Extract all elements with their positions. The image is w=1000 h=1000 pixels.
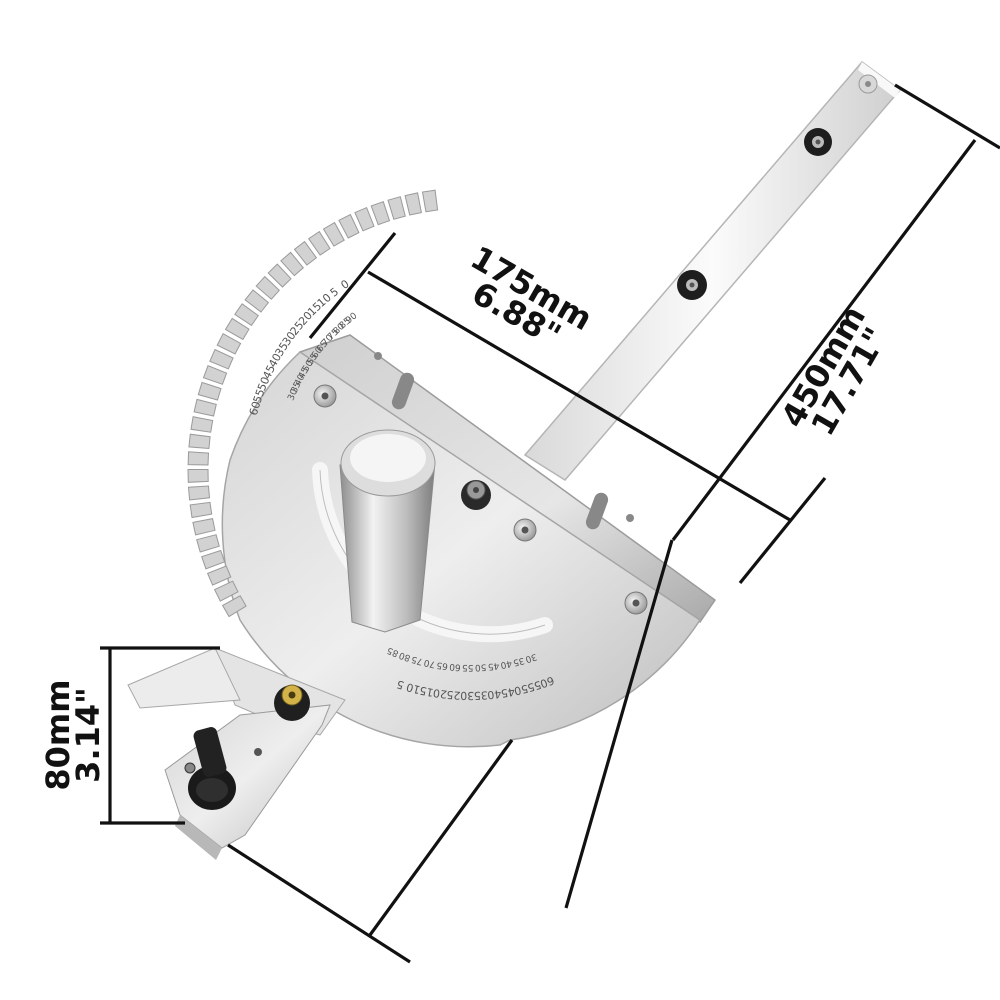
- protractor-tooth: [370, 201, 391, 226]
- protractor-tooth: [187, 469, 209, 483]
- scale-tick-label: 50: [513, 682, 530, 698]
- scale-tick-label: 40: [487, 687, 502, 701]
- screw-icon: [313, 384, 337, 408]
- washer-hole-icon: [677, 270, 707, 300]
- scale-tick-label: 10: [405, 680, 422, 696]
- scale-tick-label: 55: [526, 678, 543, 694]
- protractor-tooth: [224, 317, 250, 341]
- protractor-tooth: [213, 580, 239, 602]
- protractor-tooth: [387, 196, 406, 220]
- scale-tick-label: 40: [266, 351, 284, 370]
- scale-tick-label: 35: [473, 688, 488, 702]
- protractor-tooth: [221, 595, 247, 618]
- protractor-tooth: [187, 485, 211, 501]
- protractor-tooth: [280, 251, 304, 277]
- scale-tick-label: 40: [499, 658, 512, 670]
- scale-tick-label: 85: [386, 645, 400, 659]
- dimension-lines: [100, 83, 1000, 964]
- height-mm-label: 80mm: [39, 679, 77, 790]
- protractor-tooth: [421, 189, 439, 213]
- scale-tick-label: 25: [446, 688, 461, 702]
- scale-tick-label: 75: [410, 653, 424, 666]
- scale-tick-label: 60: [538, 673, 556, 690]
- dimension-label-height: 80mm 3.14": [39, 679, 107, 790]
- protractor-tooth: [206, 565, 232, 586]
- protractor-tooth: [190, 416, 214, 433]
- protractor-tooth: [216, 333, 242, 355]
- wing-knob-icon: [184, 727, 236, 810]
- protractor-tooth: [192, 518, 216, 536]
- scale-tick-label: 30: [460, 689, 474, 702]
- scale-tick-label: 80: [398, 649, 412, 662]
- washer-hole-icon: [858, 74, 878, 94]
- dimension-label-length: 450mm 17.71": [773, 299, 895, 442]
- protractor-tooth: [307, 230, 331, 256]
- stop-pin-icon: [461, 480, 491, 510]
- scale-tick-label: 60: [247, 400, 263, 417]
- protractor-head: 6055504540353025201510503035404550556065…: [187, 189, 702, 748]
- scale-tick-label: 55: [462, 662, 474, 672]
- washer-hole-icon: [804, 128, 832, 156]
- flip-stop-plate: [127, 647, 346, 860]
- protractor-tooth: [338, 213, 360, 239]
- scale-tick-label: 45: [500, 685, 516, 700]
- scale-tick-label: 30: [524, 651, 538, 664]
- protractor-tooth: [267, 263, 292, 288]
- scale-tick-label: 30: [286, 388, 300, 403]
- slot-icon: [391, 372, 415, 410]
- protractor-tooth: [255, 275, 280, 300]
- protractor-tooth: [201, 549, 226, 570]
- protractor-tooth: [354, 206, 375, 232]
- dimension-label-width: 175mm 6.88": [464, 238, 599, 354]
- protractor-teeth: [187, 189, 439, 618]
- cylinder-handle: [339, 429, 436, 633]
- protractor-tooth: [322, 221, 345, 247]
- height-inch-label: 3.14": [69, 687, 107, 783]
- screw-icon: [274, 684, 310, 721]
- screw-icon: [624, 591, 648, 615]
- scale-tick-label: 70: [423, 657, 437, 669]
- scale-tick-label: 60: [449, 661, 461, 672]
- protractor-tooth: [193, 398, 217, 417]
- protractor-tooth: [202, 365, 228, 385]
- scale-tick-label: 45: [297, 366, 311, 381]
- protractor-tooth: [189, 501, 213, 519]
- scale-tick-label: 35: [273, 340, 292, 359]
- protractor-tooth: [188, 433, 211, 450]
- protractor-tooth: [404, 192, 422, 216]
- scale-tick-label: 35: [512, 655, 526, 668]
- scale-tick-label: 50: [474, 661, 486, 672]
- scale-tick-label: 15: [419, 684, 435, 699]
- protractor-tooth: [209, 348, 234, 370]
- protractor-tooth: [196, 534, 220, 553]
- scale-tick-label: 50: [255, 375, 272, 393]
- protractor-tooth: [187, 451, 210, 466]
- protractor-tooth: [234, 303, 259, 327]
- protractor-tooth: [293, 240, 318, 266]
- slot-icon: [585, 492, 609, 530]
- guide-bar: [523, 60, 902, 481]
- scale-tick-label: 35: [290, 380, 304, 395]
- protractor-tooth: [244, 289, 270, 313]
- scale-tick-label: 40: [293, 373, 307, 388]
- scale-tick-label: 5: [395, 677, 406, 692]
- scale-tick-label: 55: [251, 387, 268, 405]
- protractor-tooth: [197, 381, 222, 401]
- screw-icon: [513, 518, 537, 542]
- scale-tick-label: 45: [260, 363, 278, 381]
- scale-tick-label: 65: [436, 659, 449, 671]
- scale-tick-label: 20: [432, 686, 448, 701]
- scale-tick-label: 45: [487, 660, 500, 671]
